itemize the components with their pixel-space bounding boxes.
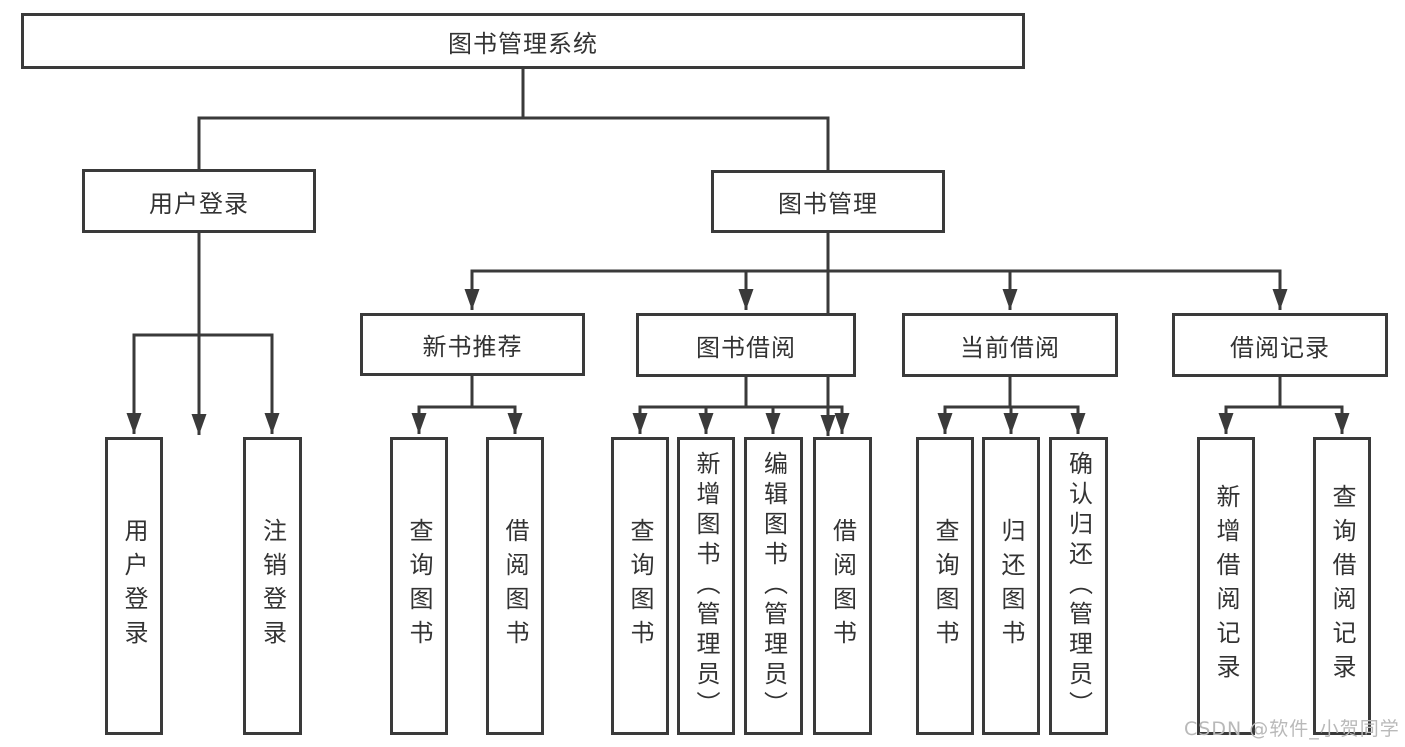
- connector-root: [191, 66, 836, 436]
- leaf-user-login: 用户登录: [105, 437, 163, 735]
- connector-book-mgmt: [464, 231, 1288, 310]
- leaf-nbr-borrow-books: 借阅图书: [486, 437, 544, 735]
- leaf-bb-query-books: 查询图书: [611, 437, 669, 735]
- leaf-logout: 注销登录: [243, 437, 302, 735]
- connector-user-login: [126, 231, 280, 434]
- node-root: 图书管理系统: [21, 13, 1025, 69]
- node-book-borrow: 图书借阅: [636, 313, 856, 377]
- connector-borrow-records: [1218, 374, 1350, 434]
- node-book-mgmt: 图书管理: [711, 170, 945, 233]
- node-current-borrow: 当前借阅: [902, 313, 1118, 377]
- watermark-text: CSDN @软件_小贺同学: [1184, 718, 1400, 740]
- connector-book-borrow: [632, 374, 850, 434]
- leaf-bb-add-books-admin: 新增图书（管理员）: [677, 437, 735, 735]
- node-user-login: 用户登录: [82, 169, 316, 233]
- leaf-nbr-query-books: 查询图书: [390, 437, 448, 735]
- leaf-br-add-record: 新增借阅记录: [1197, 437, 1255, 735]
- leaf-cb-confirm-return-admin: 确认归还（管理员）: [1049, 437, 1108, 735]
- leaf-cb-query-books: 查询图书: [916, 437, 974, 735]
- leaf-bb-edit-books-admin: 编辑图书（管理员）: [744, 437, 803, 735]
- connector-current-borrow: [937, 375, 1086, 434]
- leaf-bb-borrow-books: 借阅图书: [813, 437, 872, 735]
- node-new-book-recommend: 新书推荐: [360, 313, 585, 376]
- leaf-cb-return-books: 归还图书: [982, 437, 1040, 735]
- node-borrow-records: 借阅记录: [1172, 313, 1388, 377]
- leaf-br-query-record: 查询借阅记录: [1313, 437, 1371, 735]
- connector-new-book-recommend: [411, 374, 523, 434]
